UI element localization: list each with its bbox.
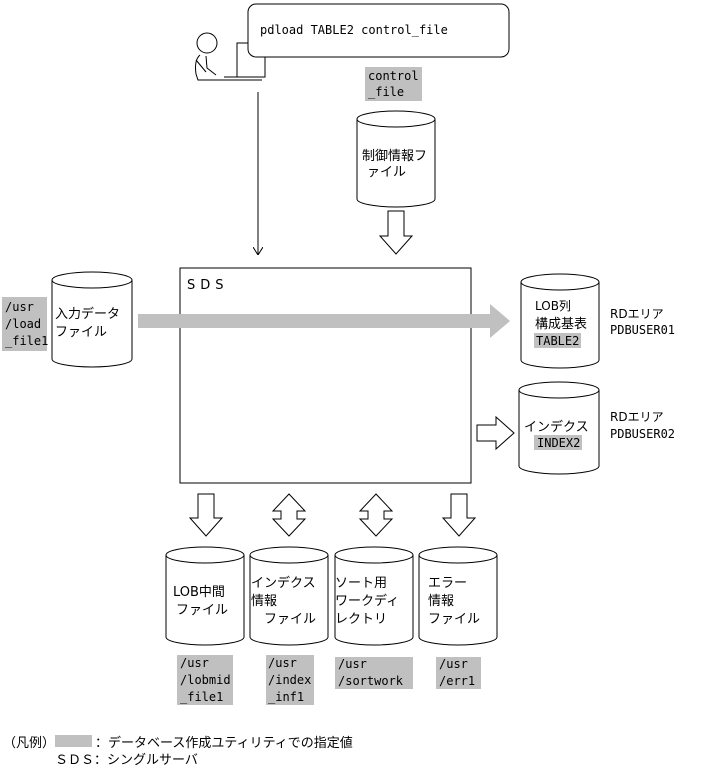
sds-box: SDS <box>179 267 472 484</box>
svg-text:RDエリア: RDエリア <box>610 410 664 424</box>
svg-text:ァイル: ァイル <box>367 165 406 180</box>
svg-text:レクトリ: レクトリ <box>335 612 387 627</box>
legend-gray-swatch <box>55 735 92 747</box>
sds-sortwork-bidir-arrow <box>358 493 394 537</box>
svg-text:ソート用: ソート用 <box>335 576 387 591</box>
svg-text:PDBUSER02: PDBUSER02 <box>610 427 675 441</box>
input-file-path: /usr /load _file1 <box>2 297 48 351</box>
svg-text:control: control <box>368 69 419 83</box>
sortwork-path: /usr /sortwork <box>335 657 413 689</box>
user-icon <box>195 32 266 81</box>
error-file-path: /usr /err1 <box>436 657 481 689</box>
control-info-file-cylinder: 制御情報フ ァイル <box>356 110 436 208</box>
lob-mid-file-path: /usr /lobmid _file1 <box>177 655 233 705</box>
index-info-file-path: /usr /index _inf1 <box>266 655 314 705</box>
svg-text:情報: 情報 <box>251 594 277 609</box>
sds-to-index-arrow <box>476 415 515 451</box>
svg-text:/lobmid: /lobmid <box>180 673 231 687</box>
svg-text:_file1: _file1 <box>180 690 223 704</box>
sds-to-error-arrow <box>441 493 477 537</box>
svg-text:/err1: /err1 <box>439 674 475 688</box>
control-to-sds-arrow <box>378 210 414 255</box>
legend-sds-description: ＳＤＳ：シングルサーバ <box>55 753 198 768</box>
svg-text:ファイル: ファイル <box>264 612 316 627</box>
svg-text:RDエリア: RDエリア <box>610 307 664 321</box>
svg-text:_file: _file <box>368 85 404 99</box>
svg-text:ワークディ: ワークディ <box>335 593 399 609</box>
svg-text:INDEX2: INDEX2 <box>537 436 580 450</box>
svg-text:構成基表: 構成基表 <box>535 317 587 332</box>
sds-to-lob-mid-arrow <box>188 493 224 537</box>
error-info-file-cylinder: エラー 情報 ファイル <box>418 546 498 646</box>
sds-index-info-bidir-arrow <box>271 493 307 537</box>
input-to-table-arrow <box>138 304 510 338</box>
svg-text:インデクス: インデクス <box>251 575 316 591</box>
svg-text:/sortwork: /sortwork <box>338 674 404 688</box>
svg-text:/usr: /usr <box>338 657 367 671</box>
legend-gray-description: ：データベース作成ユティリティでの指定値 <box>95 735 353 751</box>
svg-text:エラー: エラー <box>428 576 467 591</box>
lob-mid-file-cylinder: LOB中間 ファイル <box>165 546 245 646</box>
svg-text:/index: /index <box>268 673 311 687</box>
svg-text:TABLE2: TABLE2 <box>536 334 579 348</box>
legend-title: （凡例） <box>3 736 55 751</box>
input-data-file-cylinder: 入力データ ファイル <box>51 271 133 368</box>
index-info-file-cylinder: インデクス 情報 ファイル <box>249 546 329 646</box>
command-text: pdload TABLE2 control_file <box>260 23 448 37</box>
control-file-path: control _file <box>365 67 422 101</box>
svg-text:PDBUSER01: PDBUSER01 <box>610 323 675 337</box>
svg-text:/usr: /usr <box>180 656 209 670</box>
svg-text:情報: 情報 <box>428 594 454 609</box>
svg-text:/usr: /usr <box>5 300 34 314</box>
svg-text:ファイル: ファイル <box>55 325 107 340</box>
sort-work-directory-cylinder: ソート用 ワークディ レクトリ <box>334 546 414 646</box>
svg-text:LOB列: LOB列 <box>535 299 571 313</box>
svg-text:_file1: _file1 <box>5 334 48 348</box>
svg-text:インデクス: インデクス <box>524 419 589 435</box>
lob-table-cylinder: LOB列 構成基表 TABLE2 <box>520 273 600 369</box>
svg-text:_inf1: _inf1 <box>268 690 304 704</box>
svg-text:ファイル: ファイル <box>428 612 480 627</box>
rdarea-1-label: RDエリア PDBUSER01 <box>610 307 675 337</box>
svg-text:LOB中間: LOB中間 <box>173 585 225 600</box>
svg-text:/usr: /usr <box>439 657 468 671</box>
index-cylinder: インデクス INDEX2 <box>518 381 600 475</box>
rdarea-2-label: RDエリア PDBUSER02 <box>610 410 675 441</box>
svg-text:入力データ: 入力データ <box>55 306 120 322</box>
svg-text:ファイル: ファイル <box>176 603 228 618</box>
command-box: pdload TABLE2 control_file <box>247 3 510 58</box>
svg-text:/load: /load <box>5 317 41 331</box>
svg-text:制御情報フ: 制御情報フ <box>362 149 427 164</box>
sds-label: SDS <box>187 278 229 293</box>
legend: （凡例） ：データベース作成ユティリティでの指定値 ＳＤＳ：シングルサーバ <box>3 735 353 768</box>
svg-text:/usr: /usr <box>268 656 297 670</box>
